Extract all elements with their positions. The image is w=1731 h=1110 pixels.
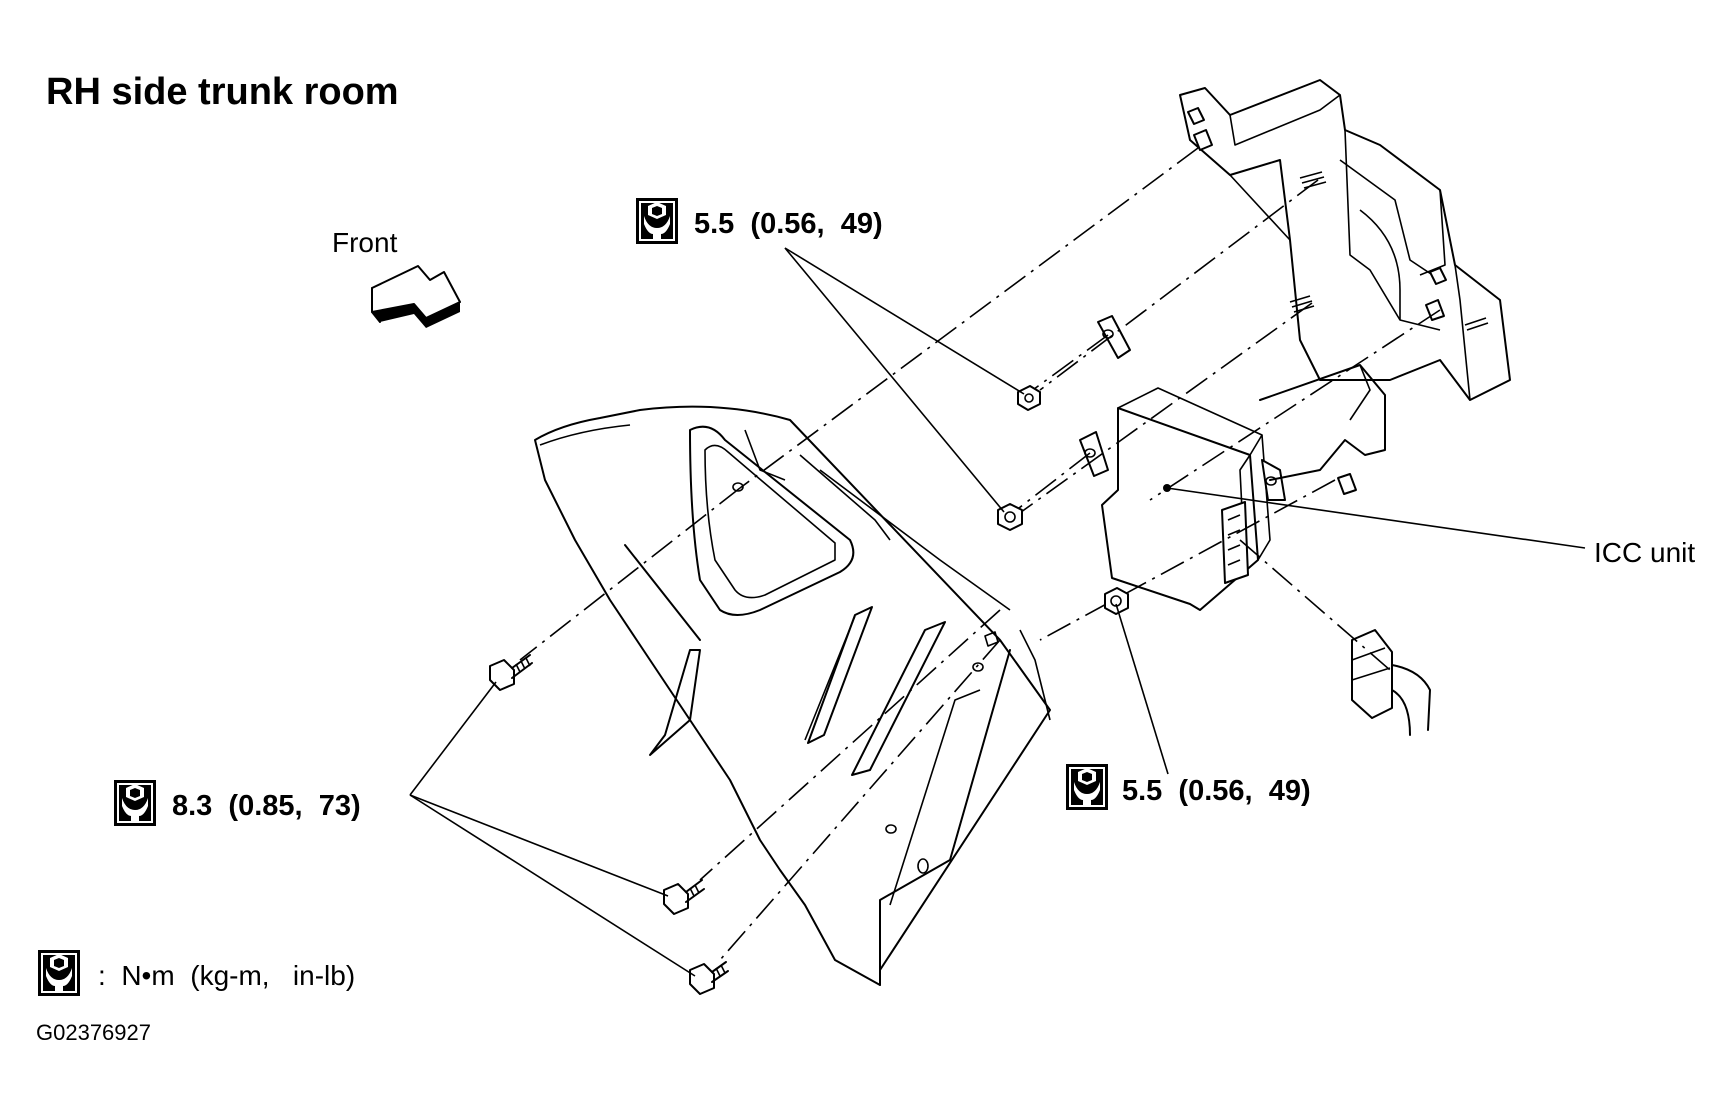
- torque-wrench-icon: [636, 198, 678, 244]
- torque-callout-upper: 5.5 (0.56, 49): [636, 198, 883, 244]
- alignment-lines: [519, 147, 1441, 961]
- torque-value-right: 5.5 (0.56, 49): [1122, 775, 1311, 807]
- front-label: Front: [332, 227, 398, 258]
- torque-callout-left: 8.3 (0.85, 73): [114, 780, 361, 826]
- bolt-middle: [663, 879, 705, 915]
- nut-lower: [1104, 587, 1129, 615]
- icc-unit-label: ICC unit: [1594, 537, 1695, 568]
- torque-units-legend: : N•m (kg-m, in-lb): [38, 950, 355, 996]
- nut-middle: [997, 503, 1023, 531]
- trunk-side-panel: [534, 405, 1051, 986]
- legend-text: : N•m (kg-m, in-lb): [98, 960, 355, 991]
- nut-upper: [1017, 385, 1041, 411]
- torque-callout-right: 5.5 (0.56, 49): [1066, 764, 1311, 810]
- torque-wrench-icon: [38, 950, 80, 996]
- bolt-top-left: [489, 654, 533, 691]
- torque-value-left: 8.3 (0.85, 73): [172, 790, 361, 822]
- icc-mounting-bracket: [1179, 79, 1511, 495]
- icc-unit-body: [1079, 315, 1386, 611]
- bolt-bottom: [689, 961, 729, 995]
- front-arrow-icon: [371, 265, 461, 328]
- figure-code: G02376927: [36, 1020, 151, 1045]
- page-title: RH side trunk room: [46, 71, 399, 113]
- torque-wrench-icon: [114, 780, 156, 826]
- leader-lines: [409, 247, 1586, 977]
- harness-connector: [1351, 629, 1431, 736]
- torque-wrench-icon: [1066, 764, 1108, 810]
- torque-value-upper: 5.5 (0.56, 49): [694, 208, 883, 240]
